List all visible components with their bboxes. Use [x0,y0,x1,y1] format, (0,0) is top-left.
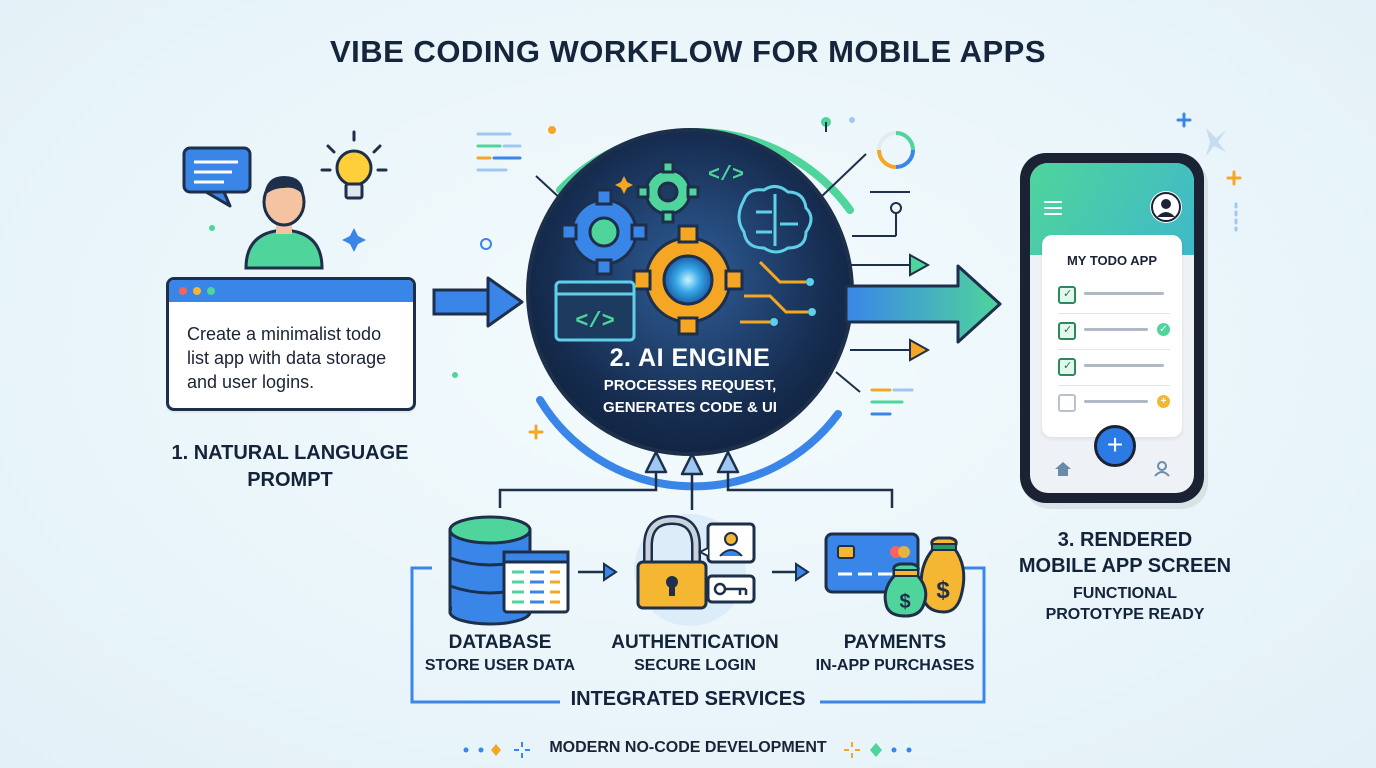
mobile-phone: MY TODO APP ✓ ✓ ✓ ✓ + + [1020,153,1204,503]
decor-dot [452,372,458,378]
services-bracket-right [820,566,986,704]
step3-label: 3. RENDERED MOBILE APP SCREEN [1005,527,1245,579]
app-title: MY TODO APP [1066,253,1158,268]
page-title: VIBE CODING WORKFLOW FOR MOBILE APPS [329,34,1047,69]
arrow-engine-to-phone [844,264,1002,344]
divider [1058,385,1170,386]
step3-subtitle: FUNCTIONAL PROTOTYPE READY [1005,583,1245,625]
ai-engine-subtitle: PROCESSES REQUEST, GENERATES CODE & UI [540,375,840,419]
todo-item[interactable]: + [1058,393,1176,413]
window-title-bar [169,280,413,302]
todo-text-placeholder [1084,400,1148,403]
integrated-services-label: INTEGRATED SERVICES [570,688,806,710]
ai-engine-title: 2. AI ENGINE [609,344,771,372]
window-minimize-dot [193,287,201,295]
engine-ring-bottom [536,396,842,491]
gear-icon [632,224,744,336]
user-avatar-icon[interactable] [1150,191,1182,223]
phone-screen: MY TODO APP ✓ ✓ ✓ ✓ + + [1030,163,1194,493]
plus-decor-icon [1226,170,1242,186]
services-bracket-left [410,566,560,704]
right-arrow-icon [795,562,810,582]
window-maximize-dot [207,287,215,295]
money-bag-icon: $ [883,562,928,618]
window-close-dot [179,287,187,295]
up-arrow-icon [644,450,668,474]
service-subtitle-authentication: SECURE LOGIN [634,657,756,674]
footer-caption: MODERN NO-CODE DEVELOPMENT [549,739,827,756]
todo-item[interactable]: ✓ ✓ [1058,321,1176,341]
service-title-payments: PAYMENTS [843,632,947,653]
key-icon [706,574,756,604]
database-icon [448,515,570,626]
step3-label-line2: MOBILE APP SCREEN [1018,555,1232,577]
todo-checkbox-checked[interactable]: ✓ [1058,322,1076,340]
todo-checkbox-unchecked[interactable] [1058,394,1076,412]
home-nav-icon[interactable] [1054,461,1072,482]
service-title-authentication: AUTHENTICATION [611,632,779,653]
up-arrow-icon [716,450,740,474]
service-subtitle-payments: IN-APP PURCHASES [815,657,975,674]
sparkle-icon [342,228,366,252]
small-arrow-icon [909,253,931,277]
footer-decor-left [463,742,530,758]
decor-dot [209,225,215,231]
person-icon [244,176,324,270]
right-arrow-icon [603,562,618,582]
todo-text-placeholder [1084,328,1148,331]
svg-text:</>: </> [575,309,615,334]
service-title-database: DATABASE [448,632,552,653]
profile-nav-icon[interactable] [1154,461,1170,482]
footer-decor-right [844,742,912,758]
arrow-prompt-to-engine [432,276,524,328]
service-subtitle-database: STORE USER DATA [424,657,576,674]
code-lines-decor [870,388,914,416]
step1-label: 1. NATURAL LANGUAGE PROMPT [171,442,409,491]
divider [1058,349,1170,350]
code-lines-decor [476,132,522,172]
todo-item[interactable]: ✓ [1058,285,1176,305]
lightbulb-icon [320,130,388,200]
code-window-icon: </> [554,280,636,342]
todo-checkbox-checked[interactable]: ✓ [1058,286,1076,304]
up-arrow-icon [680,452,704,476]
step3-label-line1: 3. RENDERED [1057,529,1193,551]
hamburger-menu-icon[interactable] [1044,201,1062,219]
ai-engine-subtitle-line1: PROCESSES REQUEST, [603,377,777,394]
step3-subtitle-line1: FUNCTIONAL [1073,585,1177,602]
ai-engine-subtitle-line2: GENERATES CODE & UI [603,399,777,416]
progress-ring-icon [877,131,915,169]
todo-card: MY TODO APP ✓ ✓ ✓ ✓ + [1042,235,1182,437]
todo-item[interactable]: ✓ [1058,357,1176,377]
svg-text:$: $ [936,577,950,604]
prompt-window: Create a minimalist todo list app with d… [166,277,416,411]
divider [1058,313,1170,314]
add-todo-button[interactable]: + [1094,425,1136,467]
pending-status-icon: + [1157,395,1170,408]
svg-text:$: $ [899,591,910,613]
money-bag-icon: $ [919,536,966,614]
plus-decor-icon [1176,112,1192,128]
chat-bubble-icon [182,146,252,208]
step3-subtitle-line2: PROTOTYPE READY [1045,606,1205,623]
todo-text-placeholder [1084,364,1164,367]
sparkle-icon [1206,128,1226,156]
todo-text-placeholder [1084,292,1164,295]
gear-icon [560,188,648,276]
gear-icon [636,160,700,224]
circuit-lines [740,260,808,324]
brain-icon [737,185,813,254]
small-arrow-icon [909,338,931,362]
done-status-icon: ✓ [1157,323,1170,336]
plus-decor-icon [528,424,544,440]
code-tag-icon: </> [708,164,744,187]
user-id-card-icon [697,522,756,564]
prompt-text: Create a minimalist todo list app with d… [187,324,387,392]
todo-checkbox-checked[interactable]: ✓ [1058,358,1076,376]
